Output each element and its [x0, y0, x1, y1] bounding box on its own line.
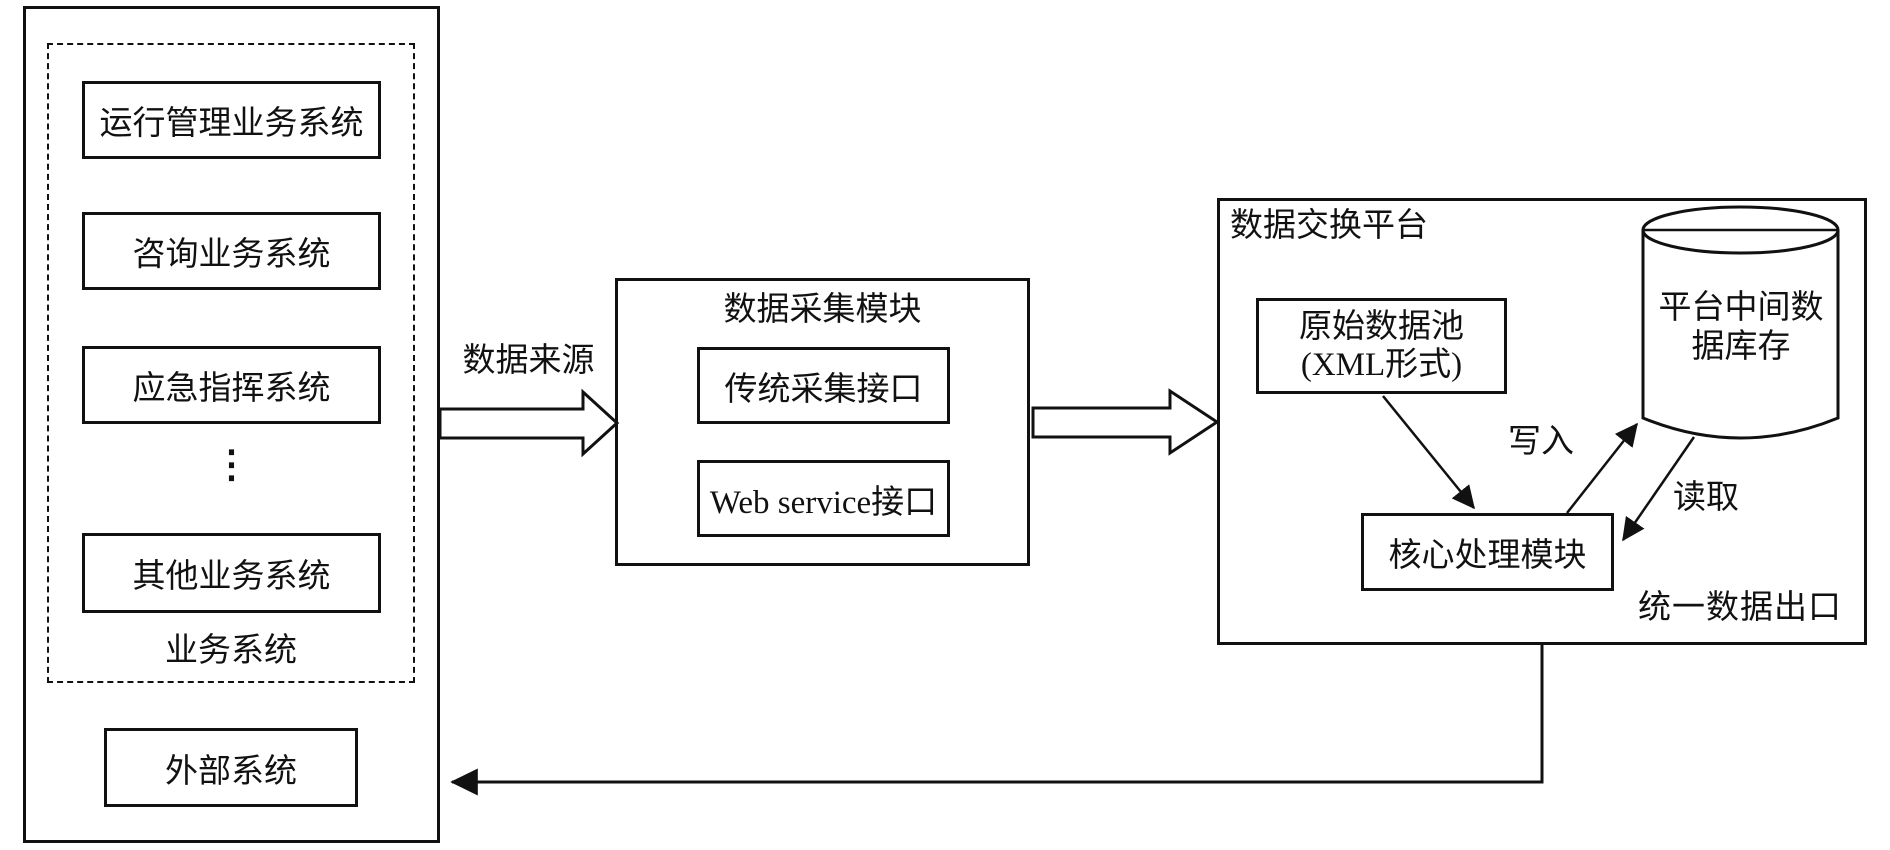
raw-data-pool-box: 原始数据池 (XML形式) [1256, 298, 1507, 394]
write-label: 写入 [1508, 424, 1574, 460]
exchange-platform-title: 数据交换平台 [1230, 208, 1428, 244]
business-group-label: 业务系统 [165, 633, 297, 669]
interface-label: 传统采集接口 [724, 371, 923, 408]
collection-module-title: 数据采集模块 [723, 292, 922, 328]
business-group-frame [47, 43, 415, 683]
data-source-label: 数据来源 [462, 343, 595, 379]
interface-box-webservice: Web service接口 [697, 460, 950, 537]
interface-label: Web service接口 [709, 484, 938, 521]
middle-db-line2: 据库存 [1691, 329, 1791, 365]
interface-box-traditional: 传统采集接口 [697, 347, 950, 424]
module-to-platform-arrow [1031, 388, 1220, 456]
core-module-box: 核心处理模块 [1361, 513, 1614, 591]
vertical-ellipsis: ⋮ [212, 444, 251, 486]
feedback-arrow [450, 645, 1544, 796]
business-system-box: 咨询业务系统 [82, 212, 381, 290]
business-system-label: 咨询业务系统 [132, 237, 331, 273]
external-system-label: 外部系统 [165, 753, 297, 790]
read-label: 读取 [1673, 480, 1739, 516]
other-system-label: 其他业务系统 [132, 559, 331, 595]
raw-data-pool-line1: 原始数据池 [1299, 309, 1464, 345]
middle-db-label: 平台中间数 据库存 [1643, 289, 1839, 367]
unified-output-label: 统一数据出口 [1638, 590, 1842, 626]
business-system-box: 运行管理业务系统 [82, 81, 381, 159]
external-system-box: 外部系统 [104, 728, 358, 807]
middle-db-line1: 平台中间数 [1658, 290, 1824, 326]
business-system-label: 应急指挥系统 [132, 371, 331, 407]
data-source-arrow [438, 388, 620, 458]
business-system-box: 应急指挥系统 [82, 346, 381, 424]
business-system-label: 运行管理业务系统 [99, 106, 364, 142]
other-system-box: 其他业务系统 [82, 533, 381, 613]
core-module-label: 核心处理模块 [1388, 538, 1587, 574]
raw-data-pool-line2: (XML形式) [1300, 347, 1463, 383]
